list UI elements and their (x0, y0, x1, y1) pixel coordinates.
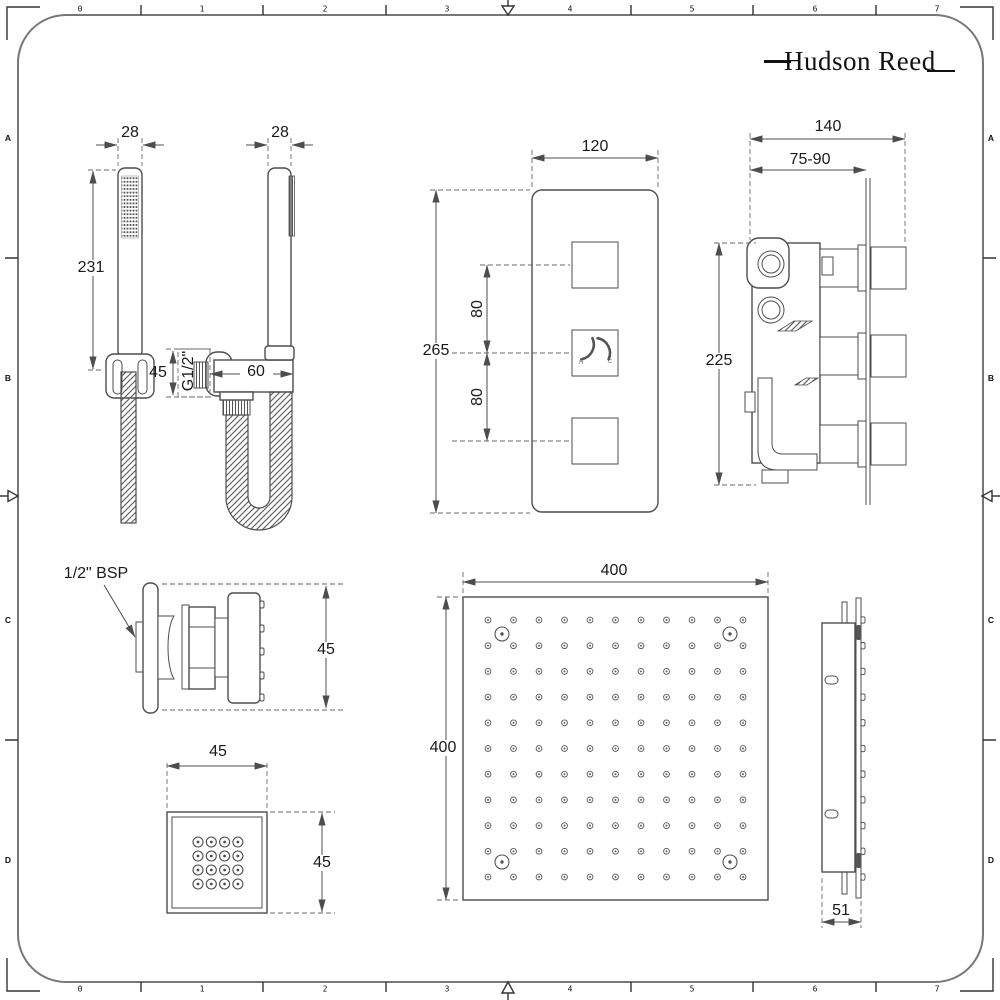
dim-valve-lower-spacing: 80 (469, 388, 486, 406)
ruler-right-b: B (987, 373, 995, 383)
ruler-bottom-7: 7 (934, 984, 940, 994)
dim-valve-height: 265 (420, 342, 452, 359)
ruler-bottom-1: 1 (199, 984, 205, 994)
dial-hot-label: H (579, 360, 583, 366)
ruler-top-6: 6 (812, 4, 818, 14)
dim-valve-body-height: 225 (703, 352, 735, 369)
dial-cold-label: C (608, 359, 612, 365)
label-jet-thread: 1/2" BSP (63, 565, 129, 582)
head-side-nozzle-bumps (860, 616, 866, 881)
dim-valve-install-range: 75-90 (789, 151, 831, 168)
ruler-right-c: C (987, 615, 995, 625)
dim-holder-thread: G1/2" (180, 350, 197, 392)
ruler-left-c: C (4, 615, 12, 625)
dim-valve-width: 120 (581, 138, 609, 155)
ruler-top-2: 2 (322, 4, 328, 14)
ruler-top-3: 3 (444, 4, 450, 14)
dim-holder-width: 60 (247, 363, 265, 380)
ruler-bottom-6: 6 (812, 984, 818, 994)
dim-valve-upper-spacing: 80 (469, 300, 486, 318)
dim-head-depth: 51 (832, 902, 850, 919)
ruler-bottom-0: 0 (77, 984, 83, 994)
ruler-bottom-2: 2 (322, 984, 328, 994)
valve-side-view (714, 133, 907, 505)
head-nozzle-grid (484, 616, 747, 881)
body-jet-front-view (166, 762, 335, 914)
handset-front-view (88, 138, 164, 524)
ruler-bottom-5: 5 (689, 984, 695, 994)
jet-nozzle-grid (192, 836, 244, 890)
dim-jet-face-height: 45 (311, 854, 333, 871)
dim-head-width: 400 (600, 562, 628, 579)
ruler-left-d: D (4, 855, 12, 865)
ruler-left-b: B (4, 373, 12, 383)
ruler-bottom-4: 4 (567, 984, 573, 994)
shower-head-side-view (821, 597, 866, 928)
handset-side-view (166, 138, 313, 531)
ruler-right-d: D (987, 855, 995, 865)
brand-logo: Hudson Reed (764, 48, 955, 75)
dim-holder-height: 45 (149, 364, 167, 381)
dim-jet-height: 45 (315, 641, 337, 658)
logo-right-bar (926, 69, 955, 72)
shower-head-front-view (437, 572, 769, 901)
ruler-top-1: 1 (199, 4, 205, 14)
ruler-top-4: 4 (567, 4, 573, 14)
dim-head-height: 400 (427, 739, 459, 756)
head-corner-screws (494, 626, 738, 870)
ruler-top-0: 0 (77, 4, 83, 14)
dim-valve-depth: 140 (814, 118, 842, 135)
dim-handset-side-width: 28 (271, 124, 289, 141)
ruler-bottom-3: 3 (444, 984, 450, 994)
ruler-top-7: 7 (934, 4, 940, 14)
logo-left-bar (764, 60, 791, 63)
dim-handset-front-width: 28 (121, 124, 139, 141)
ruler-top-5: 5 (689, 4, 695, 14)
dim-handset-front-height: 231 (75, 259, 107, 276)
valve-front-view (430, 150, 659, 514)
logo-text: Hudson Reed (784, 46, 936, 76)
ruler-left-a: A (4, 133, 12, 143)
dim-jet-face-width: 45 (209, 743, 227, 760)
body-jet-side-view (103, 582, 345, 714)
ruler-right-a: A (987, 133, 995, 143)
